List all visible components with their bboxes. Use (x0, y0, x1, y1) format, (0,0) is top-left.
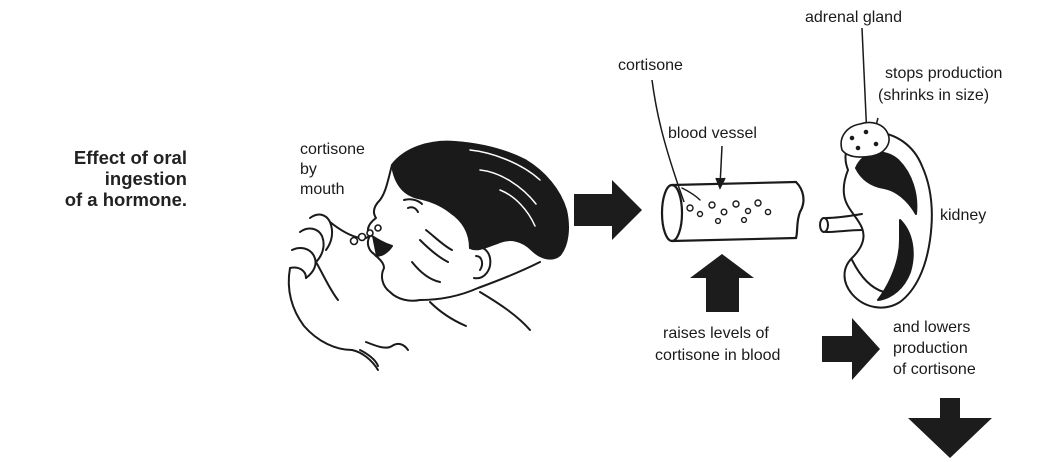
title-line-3: of a hormone. (65, 189, 187, 210)
person-drinking-illustration (289, 142, 568, 370)
arrow-up-icon (690, 254, 754, 312)
lowers-production-label-2: production (893, 339, 968, 359)
kidney-label: kidney (940, 206, 986, 226)
lowers-production-label-3: of cortisone (893, 360, 976, 380)
title-line-1: Effect of oral (74, 147, 187, 168)
kidney-illustration (820, 132, 932, 308)
cortisone-by-mouth-label-3: mouth (300, 180, 344, 200)
raises-levels-label-2: cortisone in blood (655, 346, 780, 366)
cortisone-by-mouth-label-2: by (300, 160, 317, 180)
stops-production-label-2: (shrinks in size) (878, 86, 989, 106)
adrenal-gland-illustration (841, 122, 889, 157)
arrow-right-icon (574, 180, 642, 240)
blood-vessel-illustration (662, 182, 803, 241)
label-pointers (652, 28, 878, 202)
adrenal-gland-label: adrenal gland (805, 8, 902, 28)
arrow-right-icon (822, 318, 880, 380)
arrow-down-icon (908, 398, 992, 458)
raises-levels-label-1: raises levels of (663, 324, 769, 344)
title-line-2: ingestion (105, 168, 187, 189)
blood-vessel-label: blood vessel (668, 124, 757, 144)
cortisone-by-mouth-label-1: cortisone (300, 140, 365, 160)
lowers-production-label-1: and lowers (893, 318, 970, 338)
stops-production-label-1: stops production (885, 64, 1002, 84)
cortisone-label: cortisone (618, 56, 683, 76)
